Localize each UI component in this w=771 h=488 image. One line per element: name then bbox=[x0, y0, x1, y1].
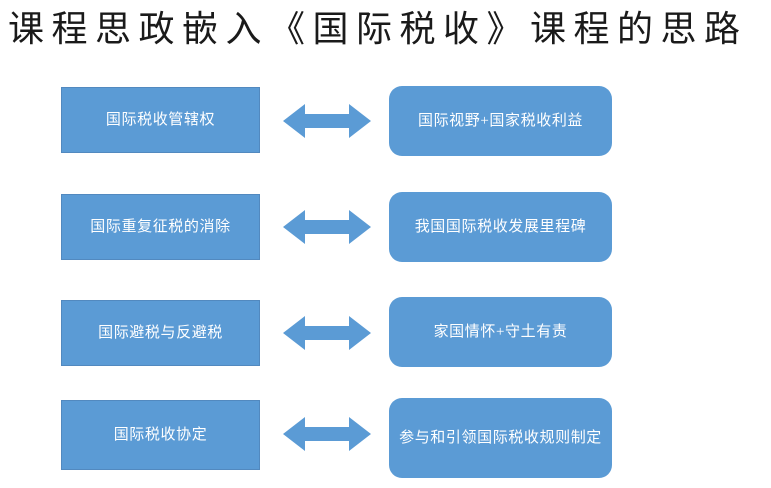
course-topic-node-4[interactable]: 国际税收协定 bbox=[61, 400, 260, 470]
double-headed-arrow-icon-4 bbox=[283, 416, 371, 452]
ideology-goal-node-4[interactable]: 参与和引领国际税收规则制定 bbox=[389, 398, 612, 478]
double-headed-arrow-icon-1 bbox=[283, 103, 371, 139]
course-topic-node-3[interactable]: 国际避税与反避税 bbox=[61, 300, 260, 366]
double-headed-arrow-icon-3 bbox=[283, 315, 371, 351]
course-topic-node-1[interactable]: 国际税收管辖权 bbox=[61, 87, 260, 153]
course-topic-node-2[interactable]: 国际重复征税的消除 bbox=[61, 194, 260, 260]
page-title: 课程思政嵌入《国际税收》课程的思路 bbox=[8, 9, 748, 49]
ideology-goal-node-2[interactable]: 我国国际税收发展里程碑 bbox=[389, 192, 612, 262]
ideology-goal-node-1[interactable]: 国际视野+国家税收利益 bbox=[389, 86, 612, 156]
double-headed-arrow-icon-2 bbox=[283, 209, 371, 245]
ideology-goal-node-3[interactable]: 家国情怀+守土有责 bbox=[389, 297, 612, 367]
